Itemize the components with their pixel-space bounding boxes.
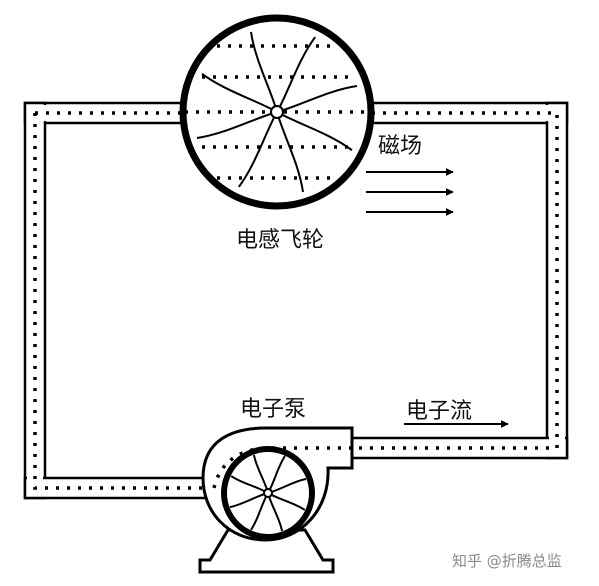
flywheel-label: 电感飞轮: [236, 228, 324, 253]
electron-pump: [198, 426, 354, 574]
electron-pump-label: 电子泵: [240, 397, 306, 422]
flywheel-electron-rows: [185, 44, 369, 180]
magnetic-field-arrows: [366, 168, 454, 216]
inductive-flywheel: [179, 14, 375, 210]
circuit-wire: [23, 101, 569, 500]
pump-base: [198, 528, 335, 574]
magnetic-field-label: 磁场: [378, 134, 422, 159]
watermark: 知乎 @折腾总监: [452, 552, 562, 570]
electron-flow-label: 电子流: [406, 399, 472, 424]
flywheel-hub: [270, 105, 284, 119]
electron-dots: [33, 111, 559, 490]
flywheel-blades: [196, 31, 358, 193]
pump-impeller: [221, 446, 315, 540]
